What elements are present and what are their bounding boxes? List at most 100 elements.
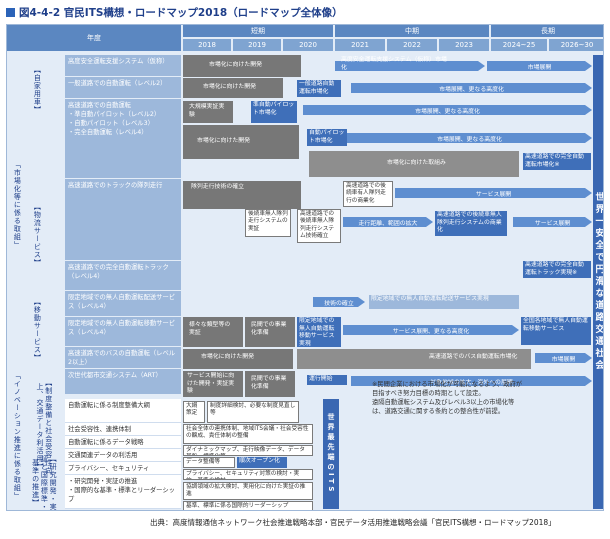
r10-review: 制度詳細検討、必要な制度見直し等	[207, 401, 299, 423]
r4-service2: サービス展開	[513, 217, 592, 227]
r9-start: 運行開始	[307, 375, 347, 385]
year-2019: 2019	[233, 39, 281, 51]
r4-tech: 隊列走行技術の確立	[191, 184, 245, 190]
r12: ダイナミックマップ、走行映像データ、データ基盤・標準化等	[183, 445, 313, 456]
r7-service: サービス展開、更なる高度化	[343, 325, 519, 335]
r4-unmanned-tech: 高速道路での後続車無人隊列走行システム技術確立	[297, 209, 341, 243]
label-private: 【自家用車】	[33, 66, 42, 114]
row-label-6: 限定地域での無人自動運転配送サービス（レベル4）	[65, 291, 181, 317]
r1-expand: 市場展開	[487, 61, 592, 71]
row-label-2: 一般道路での自動運転（レベル2）	[65, 77, 181, 99]
r9-biz-bg	[245, 371, 295, 397]
year-2021: 2021	[335, 39, 385, 51]
r6-service: 限定地域での無人自動運転配送サービス実現	[369, 295, 519, 309]
roadmap-frame: 年度 短期 中期 長期 2018 2019 2020 2021 2022 202…	[6, 24, 604, 511]
r4-manned: 高速道路での後続車有人隊列走行の商業化	[343, 181, 393, 207]
row-label-11: 社会受容性、連携体制	[65, 423, 181, 436]
r13-open: 順次オープン化	[237, 457, 287, 468]
figure-title: 図4-4-2 官民ITS構想・ロードマップ2018（ロードマップ全体像）	[6, 4, 343, 20]
r3-semi: 準自動パイロット市場化	[251, 101, 297, 123]
row-label-13: 交通関連データの利活用	[65, 449, 181, 462]
label-innovation: 「イノベーション推進に係る取組」	[13, 372, 22, 500]
year-2018: 2018	[183, 39, 231, 51]
r14: プライバシー、セキュリティ対策の検討・実施、基準の検討	[183, 469, 313, 480]
r1-market-arrow	[335, 61, 485, 71]
row-label-3: 高速道路での自動運転 ・準自動パイロット（レベル2） ・自動パイロット（レベル3…	[65, 99, 181, 179]
r3-b: 市場展開、更なる高度化	[347, 133, 592, 143]
mid-bar-its: 世界最先端のITS	[323, 399, 339, 509]
r7-biz-bg	[245, 317, 295, 347]
r4-expand: 走行距離、範囲の拡大	[343, 217, 433, 227]
row-label-7: 限定地域での無人自動運転移動サービス（レベル4）	[65, 317, 181, 347]
year-2020: 2020	[283, 39, 333, 51]
r13-maint: データ整備等	[183, 457, 235, 468]
r9-service-bg	[183, 371, 243, 397]
r3-dev: 市場化に向けた開発	[197, 138, 251, 144]
label-institution: 【制度整備と社会受容性向上、交通データ利活用】	[36, 379, 53, 475]
r3-dev-bg	[183, 125, 299, 159]
year-2024-25: 2024~25	[491, 39, 547, 51]
label-commercial: 「市場化等に係る取組」	[13, 161, 22, 249]
footnote: ※民間企業における市場化が可能になるよう、政府が目指すべき努力目標の時期として設…	[372, 381, 523, 416]
r8-market-bg	[297, 349, 531, 369]
header-year: 年度	[7, 25, 181, 51]
r7-biz: 民間での事業化準備	[251, 322, 287, 336]
r8-dev-bg	[183, 349, 293, 369]
row-label-4: 高速道路でのトラックの隊列走行	[65, 179, 181, 261]
row-label-10: 自動運転に係る制度整備大綱	[65, 399, 181, 423]
r3-c-bg	[309, 151, 519, 177]
r2-dev-bg	[183, 78, 283, 98]
r4-commercial: 高速道路での後続車無人隊列走行システムの商業化	[435, 211, 507, 237]
r15-a: 協調領域の拡大検討、実用化に向けた実証の推進	[183, 482, 313, 500]
r8-dev: 市場化に向けた開発	[201, 354, 255, 360]
year-2023: 2023	[439, 39, 489, 51]
r3-proof-bg	[183, 101, 233, 123]
header-long: 長期	[491, 25, 603, 37]
r6-tech: 技術の確立	[313, 297, 365, 307]
r8-expand: 市場展開	[535, 353, 592, 363]
title-marker-icon	[6, 7, 15, 17]
row-label-14: プライバシー、セキュリティ	[65, 462, 181, 475]
row-label-8: 高速道路でのバスの自動運転（レベル2以上）	[65, 347, 181, 369]
r3-full: 高速道路での完全自動運転市場化※	[523, 153, 591, 171]
r4-tech-bg	[183, 181, 301, 209]
r7-trial-bg	[183, 317, 243, 347]
label-rnd: 【研究開発・実証と国際標準・基準の推進】	[31, 455, 58, 511]
r2-market: 一般道路自動運転市場化	[297, 80, 341, 98]
r10-outline: 大綱策定	[183, 401, 205, 423]
r4-service: サービス展開	[395, 188, 592, 198]
header-short: 短期	[183, 25, 333, 37]
r4-follow: 後続車無人隊列走行システムの実証	[245, 209, 291, 237]
header-mid: 中期	[335, 25, 489, 37]
r2-dev: 市場化に向けた開発	[203, 84, 257, 90]
row-label-15: ・研究開発・実証の推進 ・国際的な基準・標準とリーダーシップ	[65, 475, 181, 509]
r7-unmanned: 限定地域での無人自動運転移動サービス実現	[297, 317, 341, 347]
r1-dev-bg	[183, 55, 301, 77]
r3-c: 市場化に向けた取組み	[387, 160, 446, 166]
row-label-5: 高速道路での完全自動運転トラック（レベル4）	[65, 261, 181, 291]
r3-proof: 大規模実証実験	[189, 104, 225, 118]
r9-service: サービス開始に向けた開発・実証実験	[187, 373, 235, 395]
row-label-9: 次世代都市交通システム（ART）	[65, 369, 181, 395]
r5-full: 高速道路での完全自動運転トラック実現※	[523, 261, 591, 279]
right-bar-goal: 世界一安全で円滑な道路交通社会	[593, 55, 603, 509]
r1-market: 高度安全運転支援システム（仮称）市場化	[341, 57, 447, 71]
r2-expand: 市場展開、更なる高度化	[351, 83, 592, 93]
label-logistics: 【物流サービス】	[33, 203, 42, 267]
row-label-1: 高度安全運転支援システム（仮称）	[65, 55, 181, 77]
r3-auto: 自動パイロット市場化	[307, 129, 347, 147]
r15-b: 基準、標準に係る国際的リーダーシップ	[183, 501, 313, 510]
r3-a: 市場展開、更なる高度化	[303, 105, 592, 115]
year-2022: 2022	[387, 39, 437, 51]
r9-expand: 対象地域の拡大、海外への展開	[351, 376, 592, 386]
r8-market: 高速道路でのバス自動運転市場化	[429, 354, 518, 360]
r7-trial: 様々な類型等の実証	[189, 322, 231, 336]
year-2026-30: 2026~30	[549, 39, 603, 51]
row-label-12: 自動運転に係るデータ戦略	[65, 436, 181, 449]
r7-nation: 全国各地域で無人自動運転移動サービス	[521, 317, 591, 345]
r9-biz: 民間での事業化準備	[251, 376, 287, 390]
source-credit: 出典：高度情報通信ネットワーク社会推進戦略本部・官民データ活用推進戦略会議「官民…	[150, 518, 556, 527]
r1-dev: 市場化に向けた開発	[209, 62, 263, 68]
label-mobility: 【移動サービス】	[33, 298, 42, 362]
r11: 社会全体の連携体制、地域ITS会議・社会受容性の醸成、責任体制の整備	[183, 424, 313, 444]
